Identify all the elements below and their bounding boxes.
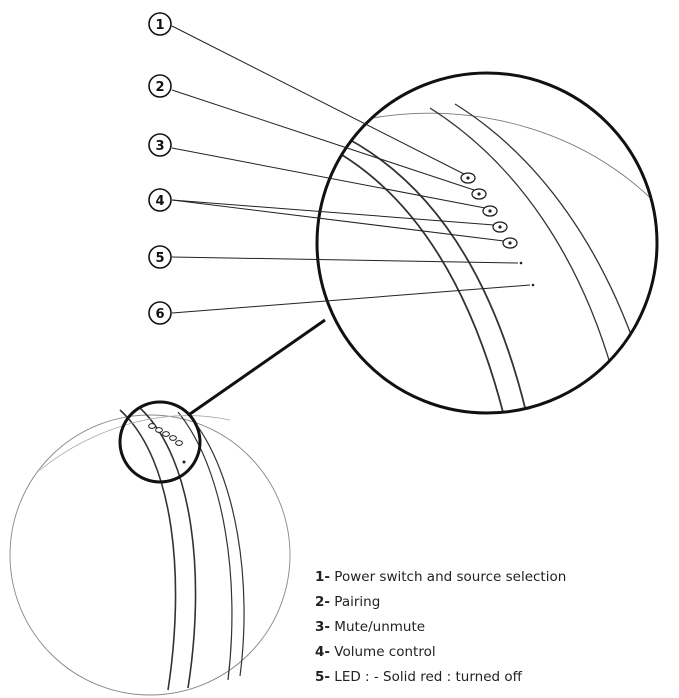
microphone-dot <box>531 283 535 287</box>
led-dot <box>519 261 523 265</box>
zoom-magnifier-circle <box>315 71 659 415</box>
legend-item-2: 2- Pairing <box>315 594 381 610</box>
legend-item-4: 4- Volume control <box>315 644 436 660</box>
legend-item-1: 1- Power switch and source selection <box>315 569 567 585</box>
svg-text:2: 2 <box>155 80 164 95</box>
svg-text:4: 4 <box>155 194 164 209</box>
svg-text:6: 6 <box>155 307 164 322</box>
callout-4: 4 <box>148 188 172 212</box>
zoom-buttons <box>460 172 518 249</box>
legend-item-3: 3- Mute/unmute <box>315 619 426 635</box>
small-magnifier-circle <box>118 400 202 484</box>
small-button-row <box>148 423 186 464</box>
legend: 1- Power switch and source selection 2- … <box>315 565 566 690</box>
svg-text:3: 3 <box>155 139 164 154</box>
callout-markers: 1 2 3 4 5 6 <box>148 12 172 325</box>
speaker-sphere <box>9 407 291 696</box>
callout-6: 6 <box>148 301 172 325</box>
callout-5: 5 <box>148 245 172 269</box>
callout-3: 3 <box>148 133 172 157</box>
magnifier-connector <box>189 318 326 416</box>
zoom-view <box>315 71 659 415</box>
callout-1: 1 <box>148 12 172 36</box>
legend-item-5: 5- LED : - Solid red : turned off <box>315 669 522 685</box>
callout-2: 2 <box>148 74 172 98</box>
svg-text:5: 5 <box>155 251 164 266</box>
leader-lines <box>171 25 531 314</box>
svg-text:1: 1 <box>155 18 164 33</box>
